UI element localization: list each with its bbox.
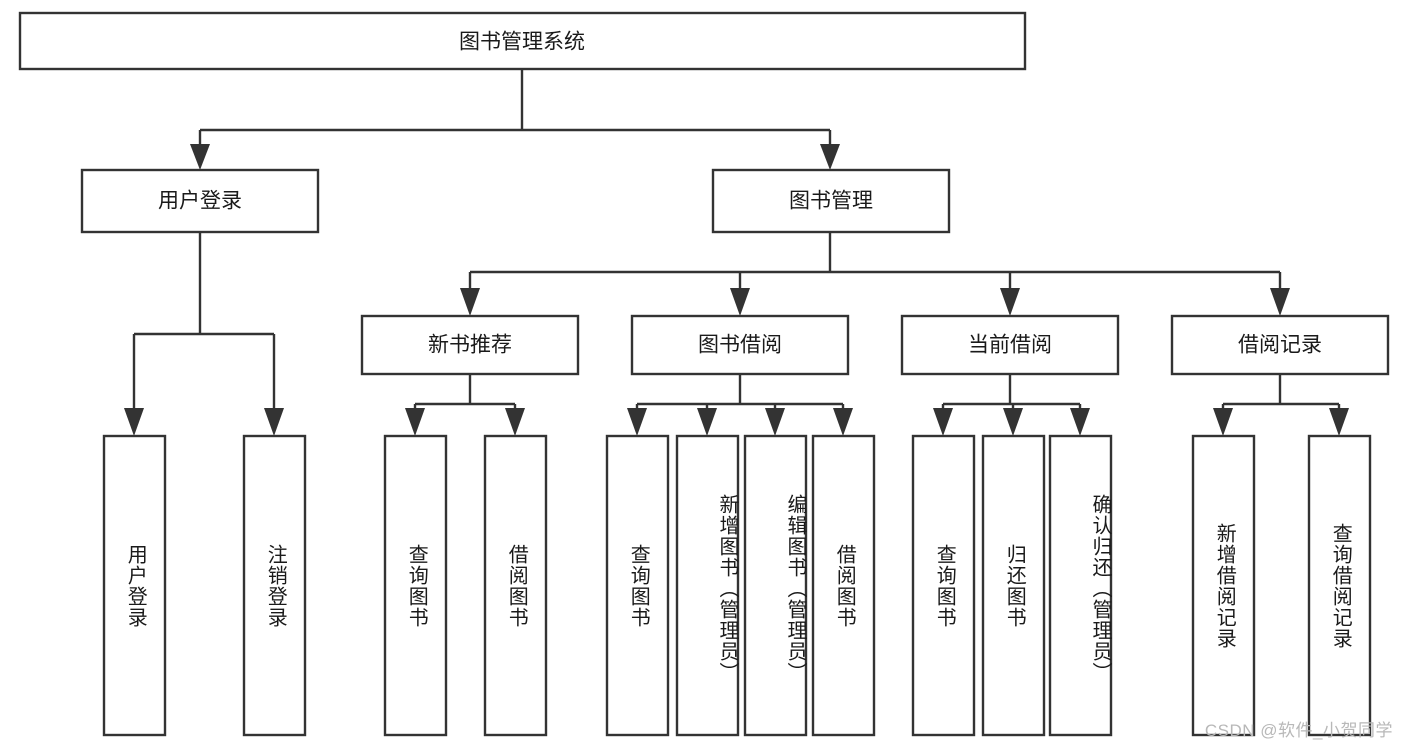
- node-leaf-user-login-box[interactable]: [102, 434, 167, 737]
- node-book-manage-label: 图书管理: [789, 190, 873, 213]
- arrowhead-book-manage: [820, 144, 840, 170]
- arrowhead-leaf-bb-query-book: [627, 408, 647, 436]
- node-borrow-record[interactable]: 借阅记录: [1170, 314, 1390, 376]
- arrowhead-current-borrow: [1000, 288, 1020, 316]
- node-borrow-record-label: 借阅记录: [1238, 334, 1322, 357]
- node-new-book-rec[interactable]: 新书推荐: [360, 314, 580, 376]
- node-leaf-cb-return-book-box[interactable]: [981, 434, 1046, 737]
- node-user-login-label: 用户登录: [158, 190, 242, 213]
- arrowhead-leaf-rec-query-book: [405, 408, 425, 436]
- arrowhead-leaf-cb-confirm-return: [1070, 408, 1090, 436]
- node-book-manage[interactable]: 图书管理: [711, 168, 951, 234]
- connector-group-root: [190, 69, 840, 170]
- leaf-boxes: [102, 434, 1372, 737]
- node-book-borrow-box[interactable]: [630, 314, 850, 376]
- node-current-borrow[interactable]: 当前借阅: [900, 314, 1120, 376]
- node-root-label: 图书管理系统: [459, 31, 585, 54]
- node-leaf-br-add-record-box[interactable]: [1191, 434, 1256, 737]
- node-leaf-bb-borrow-book-box[interactable]: [811, 434, 876, 737]
- node-leaf-rec-borrow-book-box[interactable]: [483, 434, 548, 737]
- node-leaf-bb-edit-book-box[interactable]: [743, 434, 808, 737]
- arrowhead-leaf-cb-query-book: [933, 408, 953, 436]
- arrowhead-leaf-user-login: [124, 408, 144, 436]
- node-leaf-br-query-record-box[interactable]: [1307, 434, 1372, 737]
- node-root-box[interactable]: [18, 11, 1027, 71]
- connector-group-book-manage: [460, 232, 1290, 316]
- node-book-manage-box[interactable]: [711, 168, 951, 234]
- arrowhead-leaf-br-add-record: [1213, 408, 1233, 436]
- node-user-login[interactable]: 用户登录: [80, 168, 320, 234]
- arrowhead-user-login: [190, 144, 210, 170]
- node-user-login-box[interactable]: [80, 168, 320, 234]
- node-book-borrow-label: 图书借阅: [698, 334, 782, 357]
- node-leaf-bb-add-book-box[interactable]: [675, 434, 740, 737]
- arrowhead-leaf-logout: [264, 408, 284, 436]
- arrowhead-leaf-cb-return-book: [1003, 408, 1023, 436]
- node-book-borrow[interactable]: 图书借阅: [630, 314, 850, 376]
- node-current-borrow-box[interactable]: [900, 314, 1120, 376]
- node-current-borrow-label: 当前借阅: [968, 334, 1052, 357]
- connector-group-current-borrow: [933, 374, 1090, 436]
- node-leaf-bb-query-book-box[interactable]: [605, 434, 670, 737]
- node-leaf-cb-query-book-box[interactable]: [911, 434, 976, 737]
- arrowhead-leaf-bb-add-book: [697, 408, 717, 436]
- node-borrow-record-box[interactable]: [1170, 314, 1390, 376]
- node-new-book-rec-box[interactable]: [360, 314, 580, 376]
- arrowhead-leaf-rec-borrow-book: [505, 408, 525, 436]
- connector-group-book-borrow: [627, 374, 853, 436]
- connector-group-borrow-record: [1213, 374, 1349, 436]
- node-root[interactable]: 图书管理系统: [18, 11, 1027, 71]
- node-leaf-cb-confirm-return-box[interactable]: [1048, 434, 1113, 737]
- node-leaf-rec-query-book-box[interactable]: [383, 434, 448, 737]
- connector-group-new-book-rec: [405, 374, 525, 436]
- node-leaf-logout-box[interactable]: [242, 434, 307, 737]
- arrowhead-leaf-bb-borrow-book: [833, 408, 853, 436]
- arrowhead-borrow-record: [1270, 288, 1290, 316]
- connector-group-user-login: [124, 232, 284, 436]
- arrowhead-book-borrow: [730, 288, 750, 316]
- arrowhead-leaf-br-query-record: [1329, 408, 1349, 436]
- node-new-book-rec-label: 新书推荐: [428, 334, 512, 357]
- watermark-text: CSDN @软件_小贺同学: [1204, 721, 1393, 740]
- arrowhead-new-book-rec: [460, 288, 480, 316]
- arrowhead-leaf-bb-edit-book: [765, 408, 785, 436]
